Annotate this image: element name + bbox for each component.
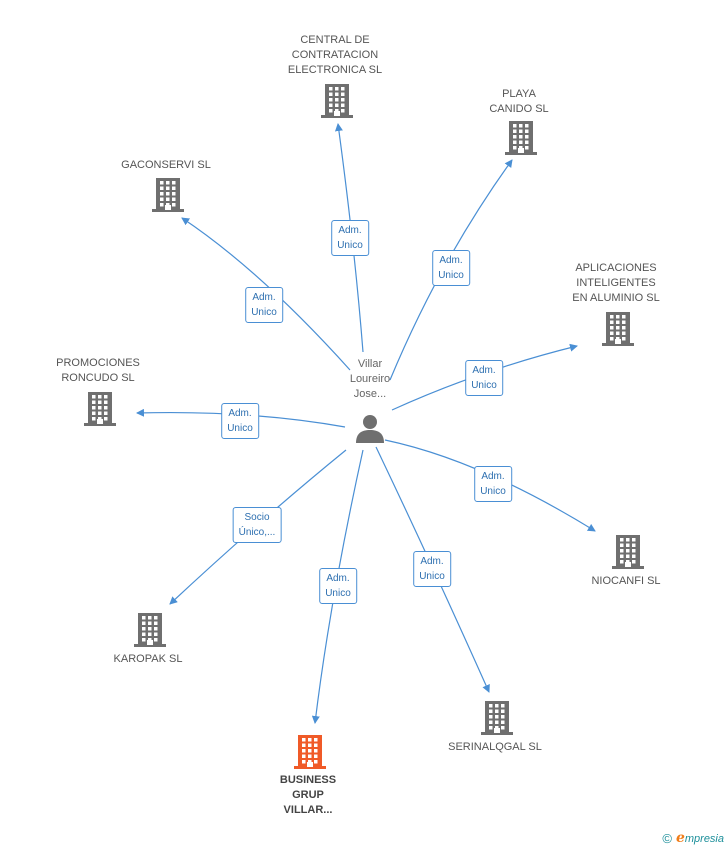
- role-line: Adm.: [252, 292, 276, 303]
- role-line: Unico: [337, 240, 363, 251]
- edge-gaconservi: [181, 217, 351, 371]
- person-icon[interactable]: [355, 413, 385, 448]
- building-icon[interactable]: [294, 735, 326, 774]
- building-icon[interactable]: [505, 121, 537, 160]
- role-line: Unico: [251, 307, 277, 318]
- building-icon[interactable]: [321, 84, 353, 123]
- role-line: Unico: [325, 588, 351, 599]
- person-name[interactable]: Villar Loureiro Jose...: [350, 357, 390, 402]
- company-name-line: APLICACIONES: [575, 262, 657, 274]
- role-line: Adm.: [326, 573, 350, 584]
- building-icon[interactable]: [152, 178, 184, 217]
- company-name-line: CANIDO SL: [489, 103, 549, 115]
- role-badge-gaconservi[interactable]: Adm. Unico: [245, 287, 283, 323]
- brand-logo-text: mpresia: [684, 833, 724, 845]
- role-line: Adm.: [472, 365, 496, 376]
- role-line: Adm.: [439, 255, 463, 266]
- company-name-line: EN ALUMINIO SL: [572, 292, 660, 304]
- role-badge-niocanfi[interactable]: Adm. Unico: [474, 466, 512, 502]
- role-line: Único,...: [238, 527, 276, 538]
- company-name-line: SERINALQGAL SL: [448, 741, 542, 753]
- building-icon[interactable]: [84, 392, 116, 431]
- building-icon[interactable]: [602, 312, 634, 351]
- building-icon[interactable]: [481, 701, 513, 740]
- company-name-line: NIOCANFI SL: [591, 575, 661, 587]
- company-name-line: PROMOCIONES: [56, 357, 140, 369]
- role-line: Socio: [244, 512, 270, 523]
- company-name-line: GRUP: [292, 789, 324, 801]
- company-name-line: ELECTRONICA SL: [287, 64, 383, 76]
- company-name-playa[interactable]: PLAYA CANIDO SL: [489, 87, 548, 117]
- company-name-business[interactable]: BUSINESS GRUP VILLAR...: [280, 773, 336, 818]
- company-name-line: KAROPAK SL: [113, 653, 183, 665]
- company-name-line: BUSINESS: [279, 774, 337, 786]
- role-badge-promociones[interactable]: Adm. Unico: [221, 403, 259, 439]
- company-name-serinalqgal[interactable]: SERINALQGAL SL: [448, 740, 542, 755]
- role-line: Adm.: [481, 471, 505, 482]
- role-badge-central[interactable]: Adm. Unico: [331, 220, 369, 256]
- role-line: Adm.: [420, 556, 444, 567]
- role-line: Adm.: [338, 225, 362, 236]
- copyright-symbol: ©: [662, 830, 672, 846]
- company-name-line: RONCUDO SL: [61, 372, 135, 384]
- role-line: Unico: [471, 380, 497, 391]
- role-line: Unico: [438, 270, 464, 281]
- role-badge-serinalqgal[interactable]: Adm. Unico: [413, 551, 451, 587]
- role-badge-business[interactable]: Adm. Unico: [319, 568, 357, 604]
- person-name-line: Jose...: [353, 388, 387, 400]
- person-name-line: Villar: [357, 358, 383, 370]
- company-name-line: PLAYA: [502, 88, 536, 100]
- role-line: Unico: [227, 423, 253, 434]
- company-name-central[interactable]: CENTRAL DE CONTRATACION ELECTRONICA SL: [288, 33, 382, 78]
- company-name-line: CONTRATACION: [291, 49, 379, 61]
- role-line: Unico: [419, 571, 445, 582]
- building-icon[interactable]: [612, 535, 644, 574]
- company-name-promociones[interactable]: PROMOCIONES RONCUDO SL: [56, 356, 140, 386]
- role-line: Unico: [480, 486, 506, 497]
- company-name-line: GACONSERVI SL: [121, 159, 211, 171]
- role-line: Adm.: [228, 408, 252, 419]
- company-name-aplicaciones[interactable]: APLICACIONES INTELIGENTES EN ALUMINIO SL: [572, 261, 659, 306]
- company-name-karopak[interactable]: KAROPAK SL: [114, 652, 183, 667]
- company-name-line: CENTRAL DE: [300, 34, 370, 46]
- company-name-niocanfi[interactable]: NIOCANFI SL: [591, 574, 660, 589]
- role-badge-aplicaciones[interactable]: Adm. Unico: [465, 360, 503, 396]
- person-name-line: Loureiro: [349, 373, 391, 385]
- brand-logo-letter: e: [675, 830, 685, 846]
- building-icon[interactable]: [134, 613, 166, 652]
- company-name-gaconservi[interactable]: GACONSERVI SL: [121, 158, 211, 173]
- role-badge-playa[interactable]: Adm. Unico: [432, 250, 470, 286]
- company-name-line: INTELIGENTES: [576, 277, 656, 289]
- company-name-line: VILLAR...: [283, 804, 333, 816]
- brand-logo: © empresia: [662, 830, 724, 846]
